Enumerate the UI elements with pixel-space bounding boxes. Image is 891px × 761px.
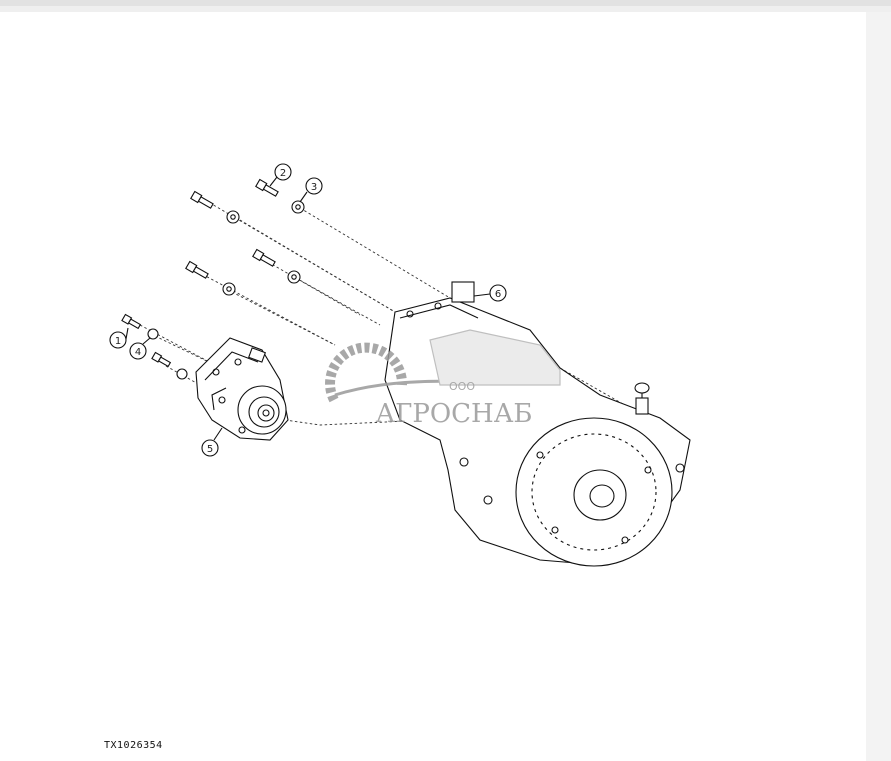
callout-4: 4 xyxy=(129,337,151,360)
callout-5: 5 xyxy=(201,427,223,457)
bolt-part xyxy=(190,190,214,209)
watermark-name: АГРОСНАБ xyxy=(375,399,532,429)
bolt-part xyxy=(185,260,209,279)
hydraulic-pump-part xyxy=(195,337,289,441)
bolt-part xyxy=(151,351,172,368)
svg-text:5: 5 xyxy=(207,444,213,455)
svg-text:1: 1 xyxy=(115,336,121,347)
callout-1: 1 xyxy=(109,327,129,349)
washer-part xyxy=(147,328,159,340)
watermark-prefix: ООО xyxy=(449,380,475,393)
top-strip xyxy=(0,0,891,6)
svg-text:3: 3 xyxy=(311,182,317,193)
bolt-part xyxy=(252,248,276,267)
callout-6: 6 xyxy=(473,284,507,302)
bolt-part xyxy=(121,313,142,330)
svg-text:2: 2 xyxy=(280,168,286,179)
bolt-part xyxy=(255,178,279,197)
gear-logo-icon xyxy=(325,342,408,403)
svg-text:4: 4 xyxy=(135,347,141,358)
right-gutter xyxy=(866,12,891,761)
agrosnab-watermark: ООО АГРОСНАБ xyxy=(325,329,561,429)
washer-part xyxy=(176,368,188,380)
callout-3: 3 xyxy=(299,177,323,203)
harvester-logo-icon xyxy=(429,329,561,386)
figure-code: TX1026354 xyxy=(104,740,163,751)
svg-text:6: 6 xyxy=(495,289,501,300)
hardware-fasteners xyxy=(121,178,305,380)
callout-2: 2 xyxy=(269,163,292,187)
